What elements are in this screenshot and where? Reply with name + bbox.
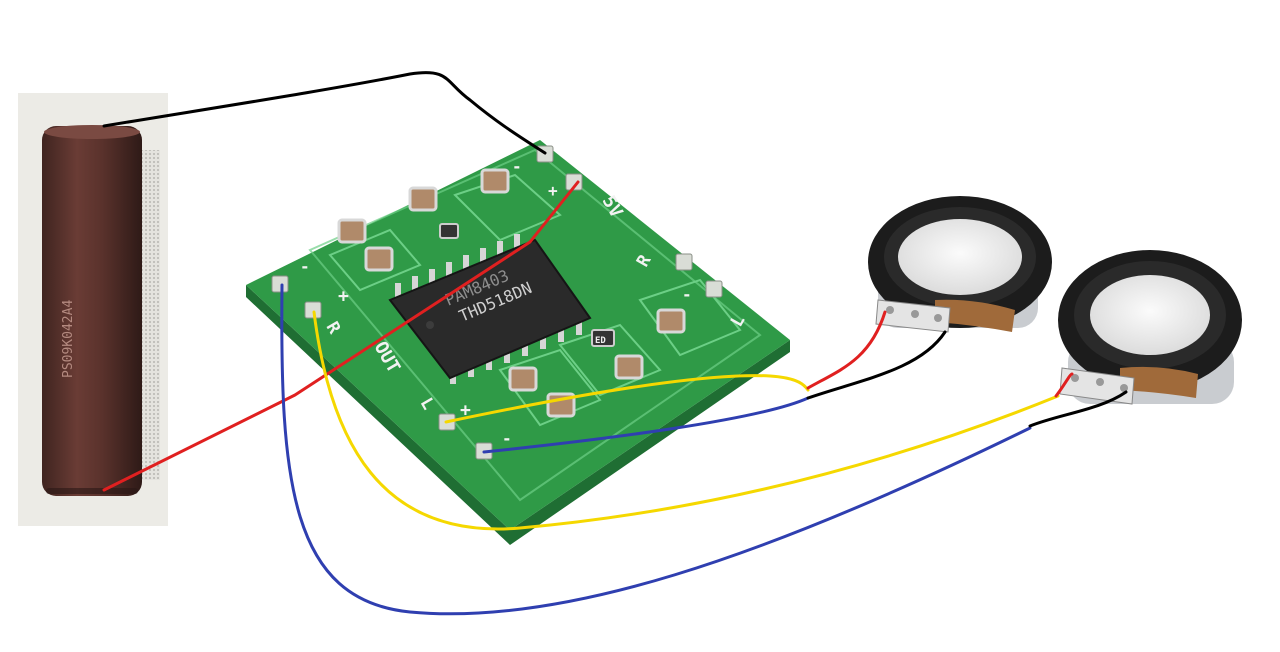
amplifier-chip (388, 238, 592, 380)
pad-out-right-1 (675, 253, 693, 271)
marking-out-l-plus: + (460, 400, 471, 421)
marking-out-r-minus: - (682, 285, 692, 304)
battery-code: PS09K042A4 (61, 300, 76, 378)
chip-pin1-dot (426, 321, 434, 329)
amplifier-board: ED PAM8403 THD518DN 5V + - + - R R - (246, 140, 790, 545)
capacitor (337, 218, 367, 244)
small-component (439, 223, 459, 239)
terminal-screw (911, 310, 919, 318)
marking-input-minus: - (300, 257, 310, 276)
battery: PS09K042A4 (18, 93, 168, 526)
pad-input-ground (271, 275, 289, 293)
speaker-top (868, 196, 1052, 333)
capacitor (508, 366, 538, 392)
speaker-icon (1058, 250, 1242, 404)
terminal-screw (1071, 374, 1079, 382)
capacitor (614, 354, 644, 380)
marking-out-l-minus: - (502, 429, 512, 448)
wire-blue-input-to-speaker-bottom (280, 283, 1032, 616)
marking-input-plus: + (338, 286, 349, 307)
wire-black-speaker-bottom-lead (1028, 390, 1128, 428)
wire-yellow-input-to-speaker-bottom (312, 310, 1060, 531)
capacitor (480, 168, 510, 194)
marking-power-plus: + (548, 181, 558, 200)
capacitor (656, 308, 686, 334)
wire-blue-out-to-speaker-top (482, 396, 810, 454)
terminal-screw (934, 314, 942, 322)
wire-yellow-out-to-speaker-top (444, 374, 810, 424)
wire-black-speaker-top-lead (806, 330, 947, 400)
battery-icon (42, 125, 142, 496)
terminal-screw (1120, 384, 1128, 392)
capacitor (408, 186, 438, 212)
capacitor (364, 246, 394, 272)
speaker-icon (868, 196, 1052, 332)
component-marking-ed: ED (595, 336, 606, 346)
small-component (591, 329, 615, 347)
speaker-bottom (1058, 250, 1242, 405)
pad-power-plus (565, 173, 583, 191)
terminal-screw (886, 306, 894, 314)
terminal-screw (1096, 378, 1104, 386)
wire-red-speaker-top-lead (806, 310, 887, 390)
wires (102, 71, 1128, 616)
pad-out-right-2 (705, 280, 723, 298)
wire-black-battery-to-board (102, 71, 547, 155)
wire-red-battery-to-board (102, 180, 580, 492)
marking-power-minus: - (512, 157, 522, 176)
capacitor-group: ED (337, 168, 686, 418)
pad-input-right (304, 301, 322, 319)
wire-red-speaker-bottom-lead (1054, 372, 1074, 398)
